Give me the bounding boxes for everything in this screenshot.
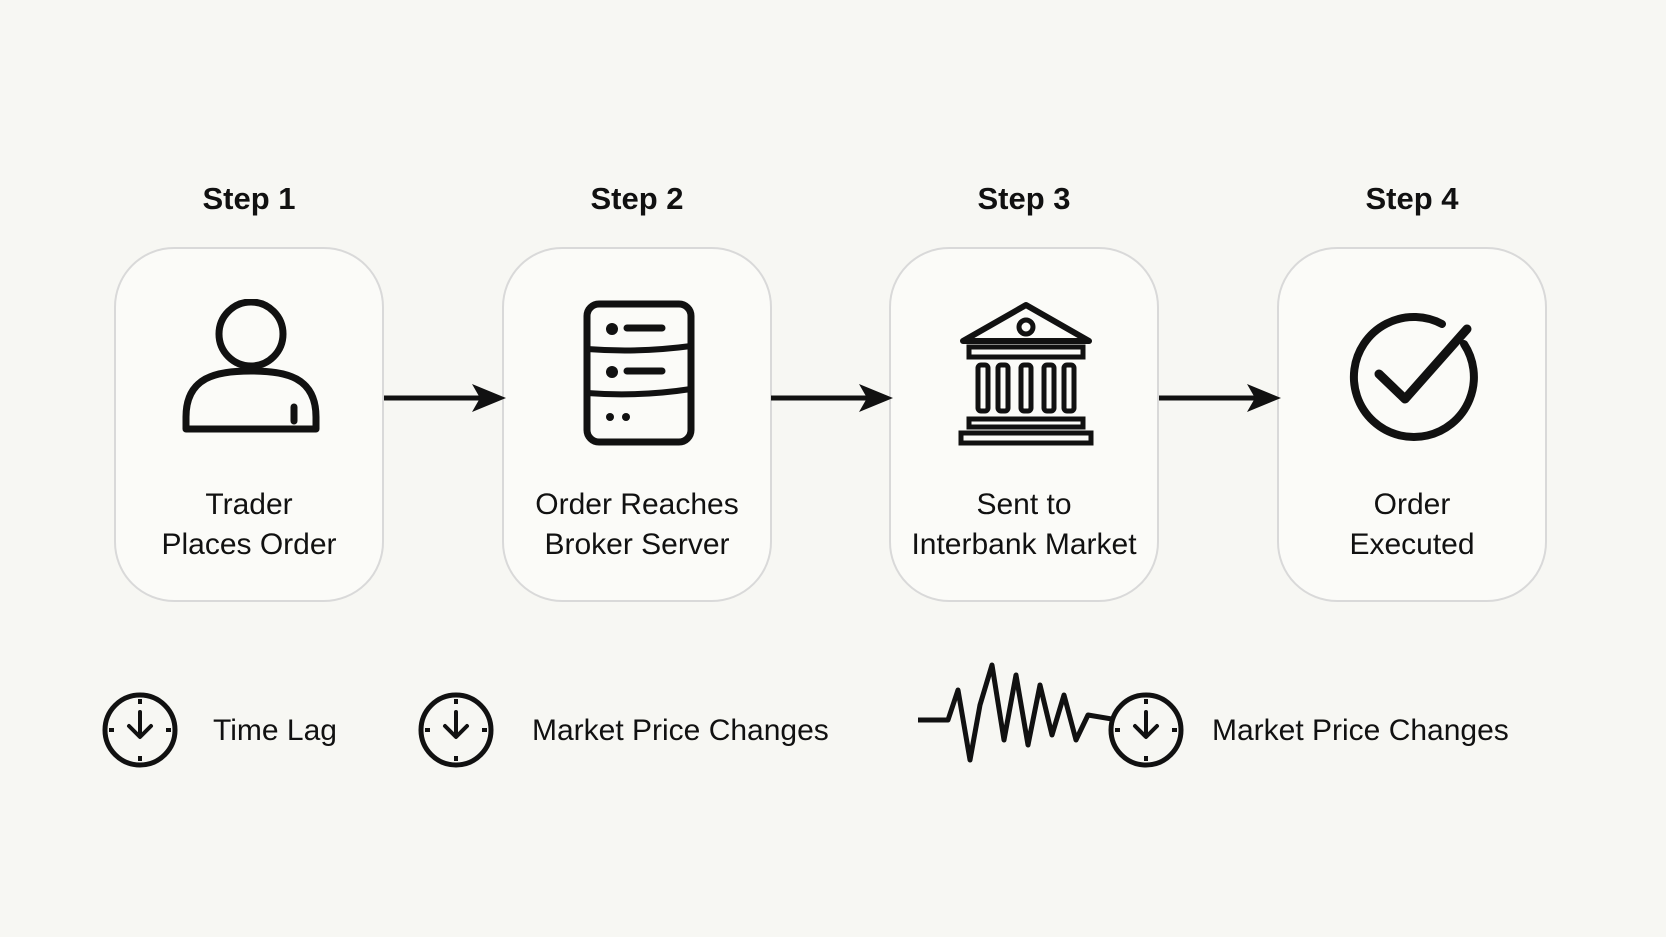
step-3-label: Sent to Interbank Market [911, 488, 1137, 561]
step-4-heading: Step 4 [1365, 181, 1459, 216]
note-market-price-changes: Market Price Changes [1212, 714, 1509, 747]
bank-icon [958, 302, 1094, 446]
step-2-heading: Step 2 [590, 181, 684, 216]
step-3-card: Sent to Interbank Market [889, 247, 1159, 602]
step-4-card: Order Executed [1277, 247, 1547, 602]
arrow-right-icon [384, 384, 506, 412]
note-time-lag: Time Lag [213, 714, 337, 747]
clock-icon [418, 692, 494, 768]
clock-icon [102, 692, 178, 768]
user-icon [182, 299, 320, 433]
clock-icon [1108, 692, 1184, 768]
arrow-right-icon [1159, 384, 1281, 412]
step-2-card: Order Reaches Broker Server [502, 247, 772, 602]
server-icon [583, 300, 695, 446]
step-1-label: Trader Places Order [161, 488, 337, 561]
note-market-price-changes: Market Price Changes [532, 714, 829, 747]
pulse-wave-icon [918, 662, 1118, 763]
check-circle-icon [1349, 313, 1478, 442]
arrow-right-icon [771, 384, 893, 412]
step-4-label: Order Executed [1349, 488, 1475, 561]
step-1-heading: Step 1 [202, 181, 296, 216]
step-1-card: Trader Places Order [114, 247, 384, 602]
step-3-heading: Step 3 [977, 181, 1071, 216]
step-2-label: Order Reaches Broker Server [535, 488, 739, 561]
